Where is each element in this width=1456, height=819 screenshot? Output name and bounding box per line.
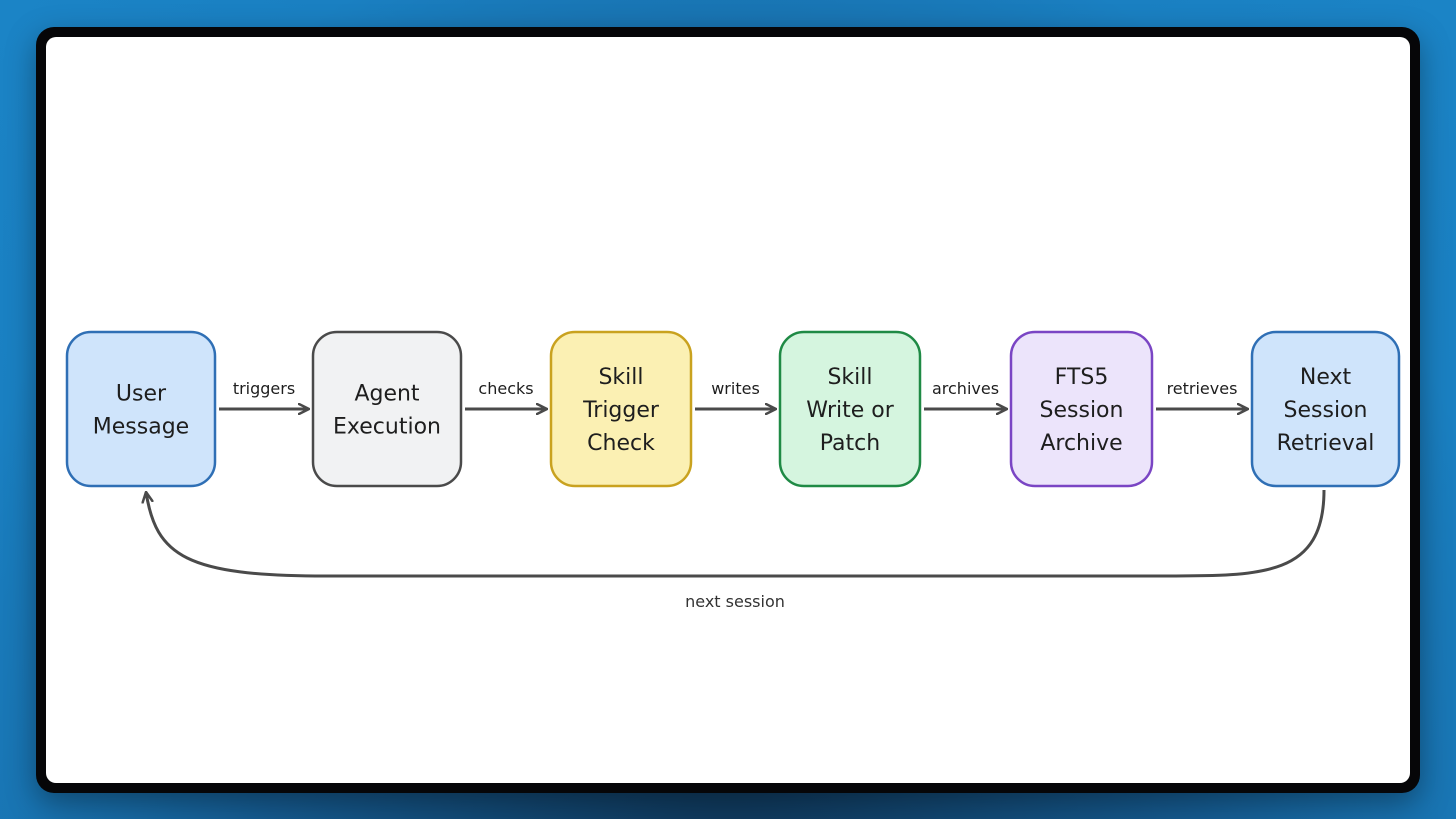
node-box	[1250, 330, 1401, 488]
node-label: User	[116, 382, 167, 407]
node-label: FTS5	[1055, 365, 1109, 390]
edge-label-archives: archives	[932, 379, 999, 398]
loop-edge-arrow	[146, 489, 1326, 578]
flow-diagram: triggers checks writes archives retrieves nex…	[65, 330, 1401, 611]
loop-edge-label: next session	[685, 592, 785, 611]
edge-label-triggers: triggers	[233, 379, 295, 398]
node-label: Agent	[354, 382, 419, 407]
node-label: Session	[1040, 398, 1124, 423]
node-label: Retrieval	[1277, 431, 1375, 456]
window-frame: triggers checks writes archives retrieves nex…	[36, 27, 1420, 793]
edge-label-writes: writes	[711, 379, 760, 398]
node-box	[549, 330, 693, 488]
node-box	[778, 330, 922, 488]
node-label: Write or	[806, 398, 895, 423]
edge-label-checks: checks	[478, 379, 533, 398]
node-label: Skill	[827, 365, 872, 390]
edge-label-retrieves: retrieves	[1167, 379, 1238, 398]
node-label: Archive	[1040, 431, 1122, 456]
node-label: Skill	[598, 365, 643, 390]
node-label: Message	[93, 415, 189, 440]
node-label: Session	[1284, 398, 1368, 423]
node-label: Patch	[820, 431, 880, 456]
node-label: Check	[587, 431, 655, 456]
node-label: Next	[1300, 365, 1352, 390]
node-label: Trigger	[582, 398, 660, 423]
node-box	[65, 330, 217, 488]
node-label: Execution	[333, 415, 441, 440]
node-box	[1009, 330, 1154, 488]
node-box	[311, 330, 463, 488]
diagram-canvas: triggers checks writes archives retrieves nex…	[46, 37, 1410, 783]
